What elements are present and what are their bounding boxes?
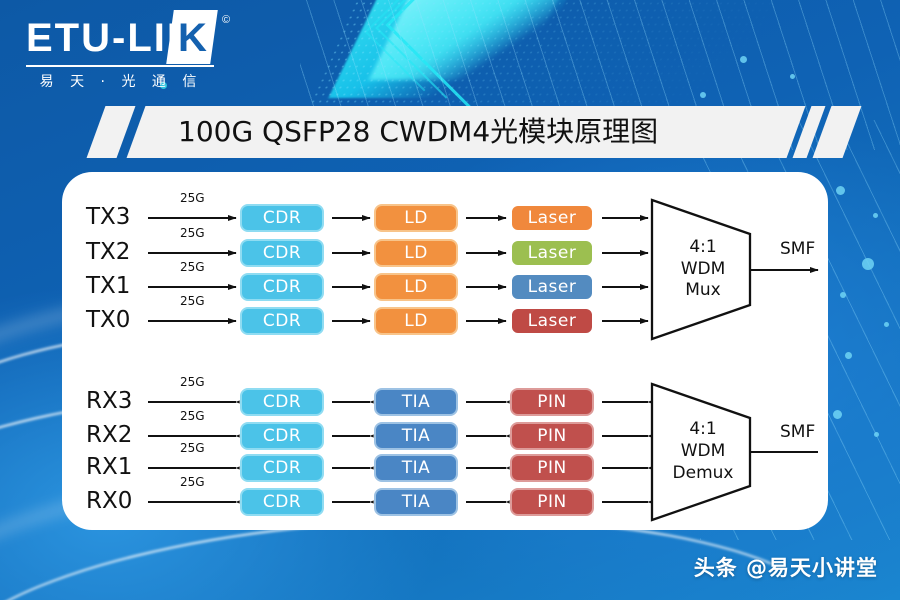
copyright-icon: © xyxy=(222,14,231,26)
rx-pin-1[interactable]: PIN xyxy=(510,422,594,450)
rx-port-label-0: RX3 xyxy=(86,388,133,414)
decor-dot xyxy=(833,410,842,419)
rx-cdr-1[interactable]: CDR xyxy=(240,422,324,450)
rx-tia-1[interactable]: TIA xyxy=(374,422,458,450)
tx-rate-label-1: 25G xyxy=(180,226,205,240)
tx-ld-1[interactable]: LD xyxy=(374,239,458,267)
footer-watermark: 头条 @易天小讲堂 xyxy=(693,556,878,580)
rx-cdr-3[interactable]: CDR xyxy=(240,488,324,516)
rx-tia-3[interactable]: TIA xyxy=(374,488,458,516)
rx-cdr-2[interactable]: CDR xyxy=(240,454,324,482)
tx-cdr-2[interactable]: CDR xyxy=(240,273,324,301)
decor-dot xyxy=(840,292,846,298)
tx-ld-3[interactable]: LD xyxy=(374,307,458,335)
wdm-demux-shape xyxy=(650,382,752,522)
logo-divider xyxy=(26,65,214,67)
page-title: 100G QSFP28 CWDM4光模块原理图 xyxy=(178,115,659,148)
wdm-mux-shape xyxy=(650,198,752,341)
decor-dot xyxy=(874,432,879,437)
rx-tia-2[interactable]: TIA xyxy=(374,454,458,482)
decor-dot xyxy=(845,352,852,359)
tx-cdr-1[interactable]: CDR xyxy=(240,239,324,267)
rx-smf-label: SMF xyxy=(780,422,816,442)
tx-rate-label-2: 25G xyxy=(180,260,205,274)
tx-cdr-3[interactable]: CDR xyxy=(240,307,324,335)
rx-port-label-1: RX2 xyxy=(86,422,133,448)
decor-dot xyxy=(884,322,889,327)
rx-rate-label-0: 25G xyxy=(180,375,205,389)
rx-rate-label-3: 25G xyxy=(180,475,205,489)
decor-dot xyxy=(836,186,845,195)
rx-rate-label-1: 25G xyxy=(180,409,205,423)
rx-pin-3[interactable]: PIN xyxy=(510,488,594,516)
tx-port-label-2: TX1 xyxy=(86,273,131,299)
rx-cdr-0[interactable]: CDR xyxy=(240,388,324,416)
decor-dot xyxy=(873,213,878,218)
tx-ld-0[interactable]: LD xyxy=(374,204,458,232)
brand-logo: ETU-LIN K © 易 天 · 光 通 信 xyxy=(26,10,230,91)
rx-rate-label-2: 25G xyxy=(180,441,205,455)
decor-dot xyxy=(700,92,706,98)
logo-text: ETU-LIN xyxy=(26,16,198,60)
decor-dot xyxy=(862,258,874,270)
tx-ld-2[interactable]: LD xyxy=(374,273,458,301)
tx-cdr-0[interactable]: CDR xyxy=(240,204,324,232)
logo-wordmark: ETU-LIN K © xyxy=(26,10,230,64)
decor-dot xyxy=(160,82,167,89)
tx-port-label-3: TX0 xyxy=(86,307,131,333)
decor-dot xyxy=(740,56,747,63)
logo-subtitle: 易 天 · 光 通 信 xyxy=(39,74,203,90)
tx-port-label-0: TX3 xyxy=(86,204,131,230)
tx-rate-label-0: 25G xyxy=(180,191,205,205)
tx-rate-label-3: 25G xyxy=(180,294,205,308)
tx-laser-0[interactable]: Laser xyxy=(510,204,594,232)
rx-pin-0[interactable]: PIN xyxy=(510,388,594,416)
rx-pin-2[interactable]: PIN xyxy=(510,454,594,482)
tx-laser-2[interactable]: Laser xyxy=(510,273,594,301)
rx-tia-0[interactable]: TIA xyxy=(374,388,458,416)
tx-laser-1[interactable]: Laser xyxy=(510,239,594,267)
tx-smf-label: SMF xyxy=(780,239,816,259)
logo-letter-k: K xyxy=(178,16,207,60)
tx-port-label-1: TX2 xyxy=(86,239,131,265)
rx-port-label-3: RX0 xyxy=(86,488,133,514)
decor-dot xyxy=(790,74,795,79)
tx-laser-3[interactable]: Laser xyxy=(510,307,594,335)
rx-port-label-2: RX1 xyxy=(86,454,133,480)
